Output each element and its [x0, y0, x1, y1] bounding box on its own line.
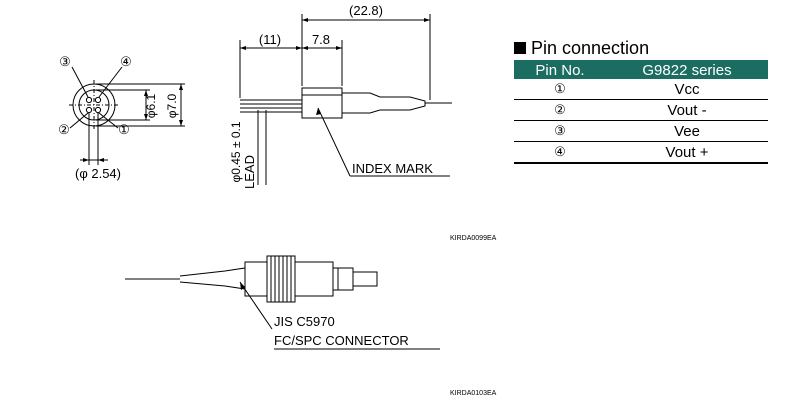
drawing-code-bottom: KIRDA0103EA — [450, 390, 497, 397]
table-row: ① Vcc — [514, 79, 768, 100]
pin-4 — [94, 96, 102, 104]
front-view-arrows — [83, 84, 183, 162]
connector-view — [125, 255, 378, 330]
table-row: ③ Vee — [514, 120, 768, 142]
index-mark-label: INDEX MARK — [352, 161, 433, 176]
connector-type: FC/SPC CONNECTOR — [274, 333, 409, 348]
pin-label-4: ④ — [120, 54, 132, 69]
pin-labels: ③ ④ ② ① — [58, 54, 132, 137]
pin-number: ④ — [514, 141, 606, 164]
drawing-code-top: KIRDA0099EA — [450, 235, 497, 242]
connector-standard: JIS C5970 — [274, 314, 335, 329]
bullet-square-icon — [514, 42, 526, 54]
table-row: ② Vout - — [514, 99, 768, 121]
pin-number: ① — [514, 79, 606, 100]
dim-total-length: (22.8) — [349, 3, 383, 18]
lead-label: LEAD — [242, 155, 257, 189]
dim-lead-length: (11) — [259, 32, 281, 47]
pin-signal: Vee — [606, 120, 768, 142]
header-series: G9822 series — [606, 60, 768, 79]
pin-2 — [85, 106, 93, 114]
pin-number: ② — [514, 99, 606, 121]
side-view — [239, 14, 452, 185]
dim-outer-diameter: φ7.0 — [165, 93, 179, 118]
header-pin-no: Pin No. — [514, 60, 606, 79]
pin-label-3: ③ — [59, 54, 71, 69]
pin-connection-table: Pin No. G9822 series ① Vcc ② Vout - ③ Ve… — [514, 60, 768, 164]
pin-signal: Vout + — [606, 141, 768, 164]
pin-1 — [94, 106, 102, 114]
pin-connection-section: Pin connection Pin No. G9822 series ① Vc… — [514, 38, 768, 164]
table-header-row: Pin No. G9822 series — [514, 60, 768, 79]
pin-signal: Vcc — [606, 79, 768, 100]
table-row: ④ Vout + — [514, 141, 768, 164]
dim-body-length: 7.8 — [312, 32, 330, 47]
pin-label-1: ① — [118, 122, 130, 137]
pin-connection-title: Pin connection — [514, 38, 768, 60]
pin-signal: Vout - — [606, 99, 768, 121]
lead-diameter-spec: φ0.45 ± 0.1 — [229, 121, 243, 182]
side-view-arrows — [240, 18, 430, 115]
pin-label-2: ② — [58, 122, 70, 137]
pin-number: ③ — [514, 120, 606, 142]
dim-inner-diameter: φ6.1 — [144, 93, 158, 118]
pin-3 — [85, 96, 93, 104]
dim-pin-pitch: (φ 2.54) — [75, 166, 121, 181]
